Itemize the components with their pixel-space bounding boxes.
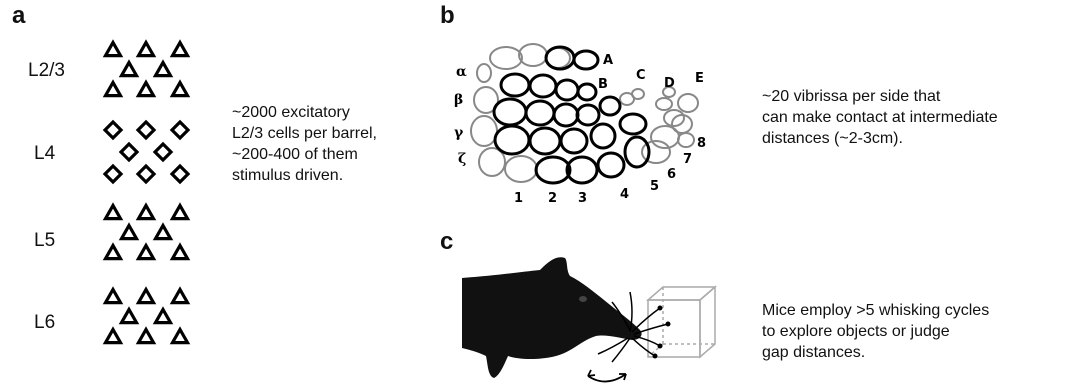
panel-c-caption: Mice employ >5 whisking cycles to explor… [762, 300, 989, 363]
whisking-motion-arrow [588, 370, 626, 382]
